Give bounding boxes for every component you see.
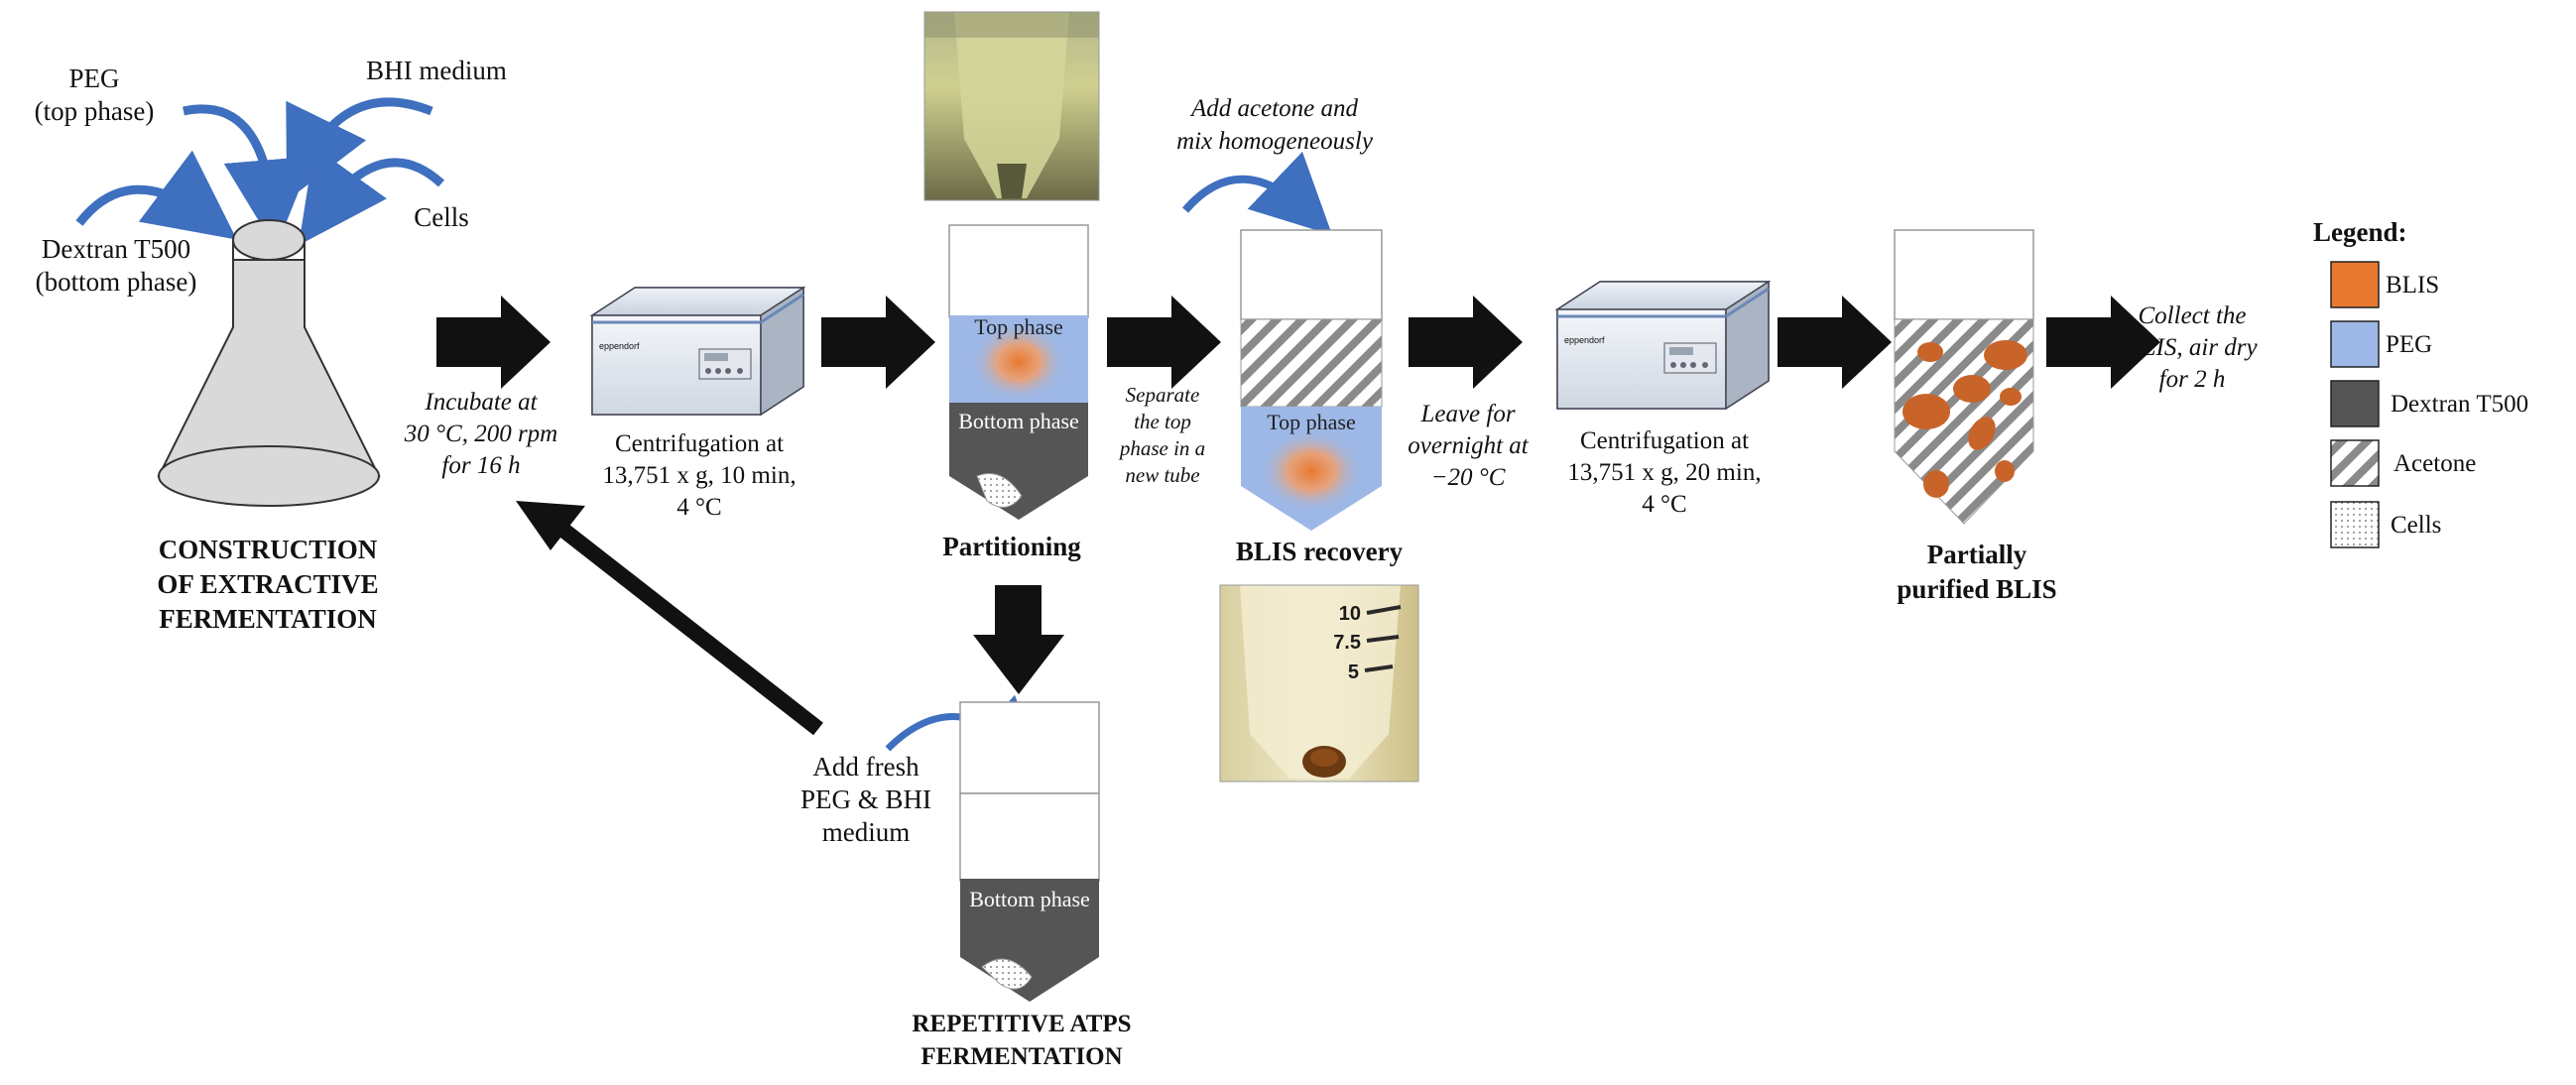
process-arrow-4-icon [1409, 296, 1523, 389]
acetone-arrow-icon [1181, 151, 1333, 236]
bhi-arrow-icon [286, 97, 433, 201]
photo-scale-5: 5 [1348, 662, 1359, 683]
partitioning-bottom-phase: Bottom phase [958, 409, 1079, 433]
partitioning-title: Partitioning [942, 532, 1081, 561]
return-arrow-head-icon [516, 501, 585, 550]
legend-swatch-peg [2330, 320, 2380, 368]
legend-label-blis: BLIS [2386, 272, 2439, 299]
partitioning-tube-icon [948, 224, 1089, 520]
process-arrow-6-icon [2046, 296, 2160, 389]
cells-arrow-icon [299, 146, 445, 246]
legend-label-cells: Cells [2391, 512, 2441, 539]
process-arrows [436, 296, 2160, 736]
centrifuge-2-icon [1554, 280, 1772, 411]
erlenmeyer-flask-icon [157, 219, 381, 507]
repetitive-bottom-phase: Bottom phase [969, 887, 1090, 911]
peg-label: PEG(top phase) [35, 63, 155, 126]
centrifuge-2-brand: eppendorf [1564, 335, 1605, 345]
return-arrow-line [551, 517, 823, 736]
curved-arrows [75, 97, 1333, 769]
photo-scale-10: 10 [1339, 603, 1361, 625]
legend-label-acetone: Acetone [2393, 450, 2476, 477]
cells-label: Cells [414, 202, 469, 232]
partition-tube-photo [923, 11, 1100, 201]
legend-swatch-cells [2330, 501, 2380, 548]
photo-scale-7-5: 7.5 [1333, 632, 1361, 654]
blis-recovery-title: BLIS recovery [1236, 537, 1404, 566]
legend-label-dextran: Dextran T500 [2391, 391, 2528, 418]
legend-title: Legend: [2313, 217, 2407, 247]
dextran-label: Dextran T500(bottom phase) [36, 234, 197, 297]
legend: Legend: BLIS PEG Dextran T500 Acetone Ce… [2313, 217, 2528, 548]
legend-swatch-dextran [2330, 380, 2380, 427]
legend-label-peg: PEG [2386, 331, 2432, 358]
down-arrow-icon [973, 585, 1064, 694]
blis-recovery-tube-icon [1240, 229, 1383, 531]
dextran-arrow-icon [75, 150, 237, 240]
blis-recovery-top-phase: Top phase [1267, 410, 1356, 434]
process-arrow-2-icon [821, 296, 935, 389]
peg-arrow-icon [183, 104, 313, 249]
blis-pellet-photo [1219, 584, 1419, 783]
repetitive-tube-icon [959, 701, 1100, 1002]
bhi-label: BHI medium [366, 56, 507, 85]
process-arrow-5-icon [1778, 296, 1892, 389]
process-arrow-1-icon [436, 296, 551, 389]
purified-tube-icon [1894, 229, 2034, 525]
centrifuge-1-icon [589, 286, 806, 417]
partitioning-top-phase: Top phase [974, 314, 1063, 339]
process-arrow-3-icon [1107, 296, 1221, 389]
legend-swatch-acetone [2330, 439, 2380, 487]
legend-swatch-blis [2330, 261, 2380, 308]
centrifuge-1-brand: eppendorf [599, 341, 640, 351]
